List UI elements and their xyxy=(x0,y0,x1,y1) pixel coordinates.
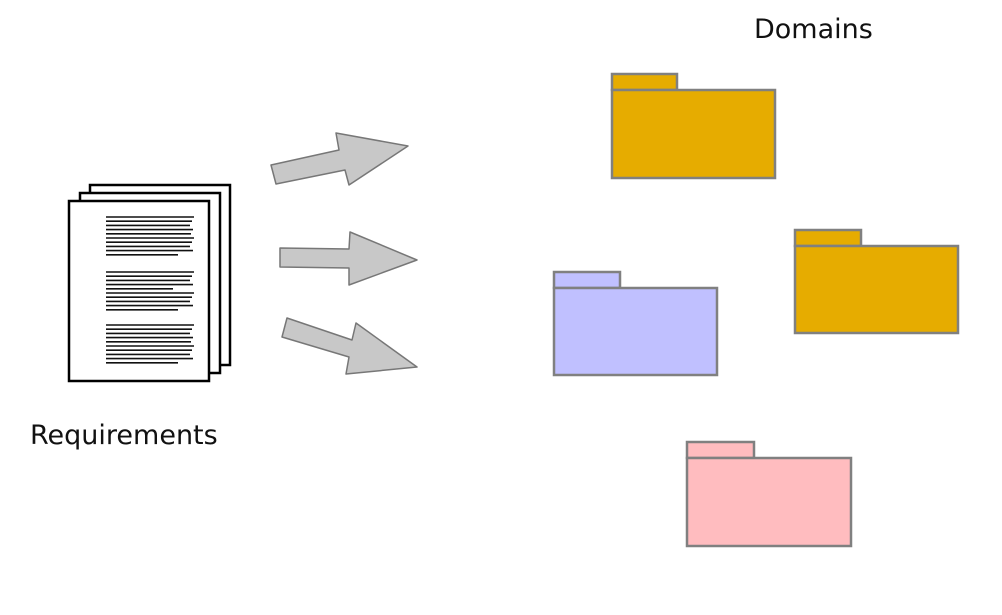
folder-tab xyxy=(552,270,622,290)
folder-gold-right xyxy=(793,228,960,335)
folder-pink xyxy=(685,440,853,548)
document-stack-icon xyxy=(67,183,232,383)
domains-label: Domains xyxy=(754,14,873,45)
folder-lavender xyxy=(552,270,719,377)
folder-gold-top xyxy=(610,72,777,180)
folder-body xyxy=(552,286,719,377)
document-text-lines xyxy=(106,216,194,364)
folder-body xyxy=(685,456,853,548)
arrows-group xyxy=(270,132,418,375)
folder-body xyxy=(610,88,777,180)
requirements-label: Requirements xyxy=(30,420,218,451)
folder-tab xyxy=(793,228,863,248)
arrow-lower xyxy=(281,317,418,375)
arrow-middle xyxy=(279,231,418,286)
folder-body xyxy=(793,244,960,335)
folder-tab xyxy=(685,440,756,460)
folder-tab xyxy=(610,72,679,92)
arrow-upper xyxy=(270,132,409,186)
